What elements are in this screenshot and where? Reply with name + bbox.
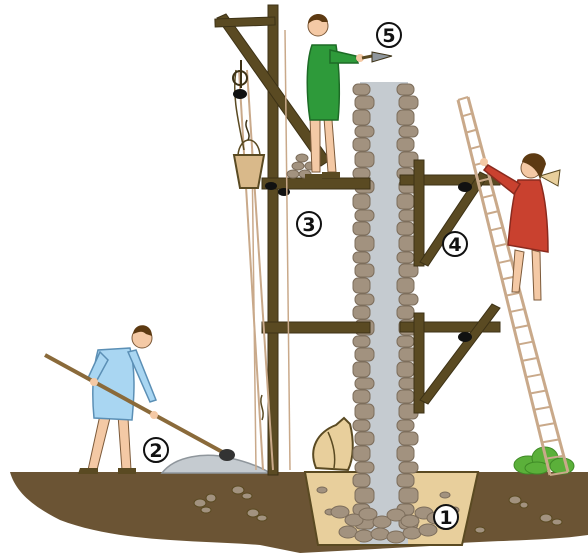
ladder-rung [494, 244, 507, 247]
wall-stone [353, 474, 370, 487]
wall-stone [353, 390, 370, 403]
wall-stone [397, 390, 414, 403]
callout-scaffold-bracket: 4 [443, 232, 467, 256]
wall-stone [397, 362, 414, 377]
callout-foundation: 1 [434, 505, 458, 529]
ladder-rung [490, 227, 503, 230]
wall-stone [355, 488, 374, 503]
wall-stone [353, 194, 370, 209]
foundation-stone [419, 524, 437, 536]
wall-stone [355, 152, 374, 167]
wall-stone [397, 194, 414, 209]
ladder-rung [486, 211, 498, 214]
wall-stone [353, 222, 370, 235]
wall-stone [353, 336, 370, 347]
bracket-post-upper [414, 160, 424, 266]
wall-stone [353, 362, 370, 377]
wall-stone [397, 336, 414, 347]
bracket-strut-lower [420, 304, 500, 404]
wall-stone [353, 138, 370, 151]
wall-stone [399, 294, 418, 305]
wall-stone [353, 252, 370, 263]
scaffold-upper-beam [215, 17, 275, 27]
callout-number: 5 [382, 25, 395, 47]
ladder-rung [514, 325, 529, 328]
wall-stone [397, 252, 414, 263]
foundation-stone [371, 528, 389, 540]
ladder-rung [482, 195, 494, 198]
wall-stone [355, 378, 374, 389]
wall-stone [353, 446, 370, 461]
callout-mortar-mixing: 2 [144, 438, 168, 462]
wall-stone [353, 278, 370, 293]
ladder-rung [510, 309, 525, 312]
wall-stone [355, 348, 374, 361]
wall-stone [355, 236, 374, 251]
worker-climber-red [480, 153, 560, 300]
ladder-rung [530, 390, 546, 393]
wall-stone [399, 488, 418, 503]
callout-number: 3 [302, 214, 315, 236]
ladder-rung [462, 113, 472, 116]
wall-stone [353, 168, 370, 179]
ladder-rung [522, 358, 538, 361]
scaffold-platform-lower [262, 322, 370, 333]
wall-stone [355, 462, 374, 473]
wall-stone [355, 432, 374, 445]
ladder-rung [542, 439, 559, 442]
ladder-rung [526, 374, 542, 377]
callout-number: 2 [149, 440, 162, 462]
wall-stone [355, 294, 374, 305]
wall-stone [397, 420, 414, 431]
wall-stone [353, 84, 370, 95]
ladder-rung [538, 423, 555, 426]
wall-stone [355, 264, 374, 277]
mortar-heap [162, 455, 270, 473]
ladder-rung [506, 293, 520, 296]
wall-stone [397, 306, 414, 319]
callout-putlog-holes: 3 [297, 212, 321, 236]
wall-stone [397, 84, 414, 95]
sack-icon [313, 418, 353, 470]
foundation-stone [387, 531, 405, 543]
ladder-rung [458, 97, 468, 100]
foundation-stone [355, 530, 373, 542]
wall-stone [397, 222, 414, 235]
soil-layer [10, 472, 588, 553]
bucket-icon [234, 120, 264, 188]
ladder-rung [534, 407, 551, 410]
wall-stone [397, 446, 414, 461]
ladder-rung [466, 130, 477, 133]
callout-mason-trowel: 5 [377, 23, 401, 47]
wall-stone [355, 210, 374, 221]
wall-stone [397, 474, 414, 487]
wall-stone [399, 432, 418, 445]
foundation-stone [339, 526, 357, 538]
wall-stone [399, 462, 418, 473]
trowel-icon [362, 52, 392, 62]
wall-stone [353, 306, 370, 319]
wall-stone [353, 110, 370, 125]
wall-stone [355, 404, 374, 419]
wall-stone [397, 110, 414, 125]
wall-stone [353, 420, 370, 431]
wall-stone [399, 126, 418, 137]
ladder-rung [470, 146, 481, 149]
wall-stone [399, 96, 418, 109]
number-labels: 1 2 3 4 5 [144, 23, 467, 529]
ladder-rung [518, 342, 533, 345]
foundation-stone [403, 527, 421, 539]
ground [10, 472, 588, 553]
wall-stone [397, 138, 414, 151]
wall-stone [355, 126, 374, 137]
wall-stone [355, 96, 374, 109]
ladder-rung [498, 260, 511, 263]
callout-number: 1 [439, 507, 452, 529]
wall-stone [397, 278, 414, 293]
callout-number: 4 [448, 234, 461, 256]
